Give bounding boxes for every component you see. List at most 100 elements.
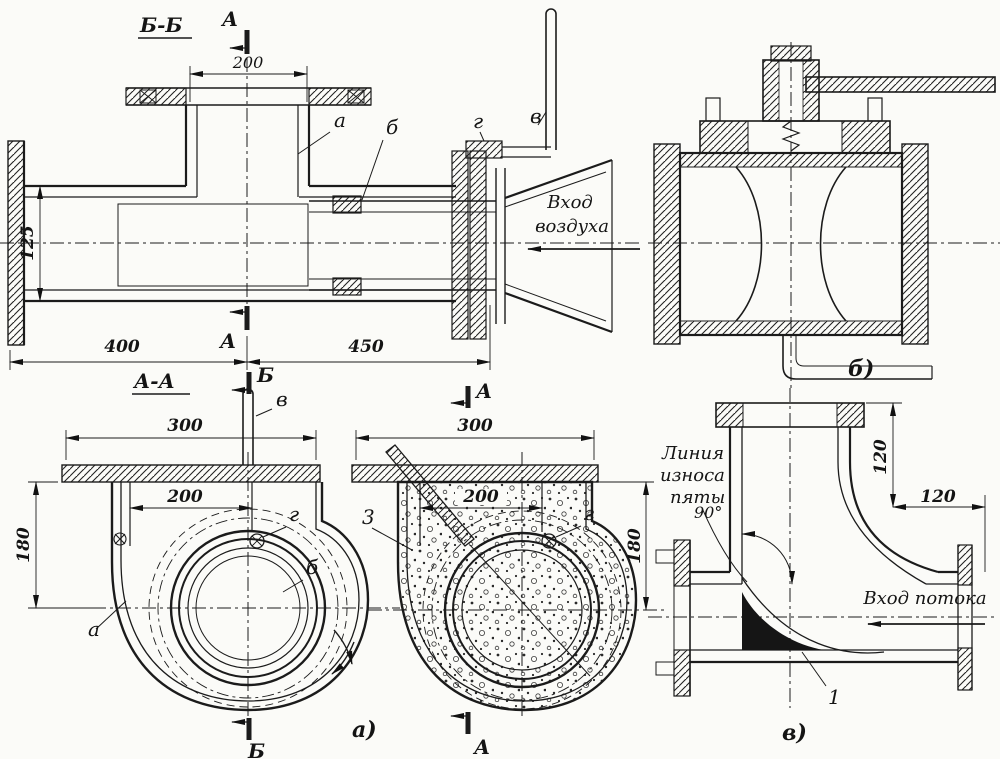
- run-flange-left: [655, 539, 691, 697]
- view-section-filled: А А 300 200 180 3 г: [351, 379, 668, 759]
- rotation-arrow-1: [333, 629, 353, 665]
- rotation-arrow-2: [331, 641, 355, 675]
- section-title-bb: Б-Б: [139, 13, 182, 37]
- leader-1: [801, 651, 827, 687]
- dim-180-right: 180: [625, 528, 645, 564]
- heel-wear-curve: [741, 577, 885, 654]
- part-label-a: а: [88, 617, 100, 641]
- angle-90-label: 90°: [694, 503, 722, 522]
- bolt-section: [655, 661, 675, 676]
- rod-axis: [469, 544, 591, 677]
- air-funnel: [495, 158, 613, 334]
- view-label-b: б): [848, 356, 874, 382]
- view-valve-b: б): [648, 42, 1000, 392]
- cut-label-b: Б: [256, 363, 274, 387]
- bonnet-bolt-left: [705, 97, 721, 122]
- rod-v-inclined: [385, 444, 475, 547]
- dim-200-left: 200: [166, 487, 203, 507]
- view-label-v: в): [782, 720, 807, 746]
- seat-right: [819, 166, 847, 322]
- flow-inlet-note: Вход потока: [862, 588, 986, 609]
- dim-300-mid: 300: [457, 416, 493, 436]
- casing-flange: [351, 464, 599, 483]
- bolt-g: [249, 533, 265, 549]
- centerline: [648, 42, 1000, 392]
- view-elbow-v: 1 Линия износа пяты Вход потока 90° 120 …: [648, 388, 998, 746]
- cut-label-a: А: [218, 329, 236, 353]
- dim-400: 400: [104, 337, 140, 357]
- part-label-g: г: [473, 109, 483, 133]
- branch-flange-right: [308, 87, 372, 106]
- cut-label-a: А: [472, 735, 490, 759]
- dim-180-left: 180: [14, 527, 34, 563]
- body-wall-top: [680, 153, 902, 167]
- part-label-v: в: [276, 387, 288, 411]
- handle-lever: [805, 76, 996, 93]
- cut-label-a: А: [474, 379, 492, 403]
- wall-mark: [113, 532, 127, 546]
- stem-spring: [781, 120, 801, 152]
- dim-200-top: 200: [232, 53, 264, 72]
- view-section-aa: Б Б 300 200 180 А-А в г б а а): [14, 363, 400, 759]
- cut-label-b: Б: [247, 739, 265, 759]
- run-pipe: [690, 570, 958, 664]
- part-label-g: г: [584, 501, 594, 525]
- view-label-a: а): [352, 717, 377, 743]
- cut-mark-b-top: Б: [231, 363, 274, 394]
- bonnet-bolt-right: [867, 97, 883, 122]
- wear-note-2: износа: [660, 465, 725, 486]
- part-label-1: 1: [828, 685, 841, 709]
- bolt-section: [139, 89, 157, 104]
- wear-heel: [742, 584, 824, 650]
- angle-arc: [741, 531, 795, 585]
- flange-pair-2: [469, 150, 487, 340]
- view-section-bb: А А 200 125 400 450 Б-Б а б г в: [0, 7, 640, 370]
- dim-300-left: 300: [167, 416, 203, 436]
- dimensions-bb: [9, 66, 491, 370]
- control-rod: [502, 8, 557, 158]
- cut-mark-a-bottom: А: [218, 306, 250, 353]
- centerline: [648, 388, 998, 708]
- body-wall-bottom: [680, 321, 902, 335]
- coupling-top: [332, 195, 362, 214]
- valve-flange-right: [901, 143, 929, 345]
- dim-120-vert: 120: [871, 439, 891, 475]
- cut-mark-a-top: А: [220, 7, 250, 54]
- centerline: [92, 452, 400, 722]
- coupling-bottom: [332, 277, 362, 296]
- part-label-b: б: [306, 555, 319, 579]
- casing-outline: [110, 482, 370, 712]
- part-label-b: б: [386, 115, 399, 139]
- part-label-v: в: [530, 104, 542, 128]
- casing-inner: [120, 482, 360, 702]
- liner-sleeve: [117, 203, 309, 287]
- bolt-section: [655, 549, 675, 564]
- part-label-g: г: [289, 502, 299, 526]
- air-inlet-line2: воздуха: [535, 216, 609, 237]
- casing-inner: [406, 482, 628, 702]
- bolt-g: [541, 533, 557, 549]
- dim-125: 125: [18, 225, 38, 261]
- gland-nut: [770, 45, 812, 62]
- centerline: [368, 452, 668, 718]
- run-flange-right: [957, 544, 973, 691]
- dimensions-filled: [355, 430, 654, 611]
- drain-pipe: [782, 335, 932, 380]
- bore-circles: [422, 510, 622, 710]
- bore-circles: [148, 508, 348, 708]
- inner-pipe-b: [309, 200, 496, 291]
- part-label-a: а: [334, 108, 346, 132]
- bolt-section: [347, 89, 365, 104]
- dim-200-mid: 200: [462, 487, 499, 507]
- cut-mark-a-bottom: А: [450, 712, 490, 759]
- wear-note-3: пяты: [670, 487, 725, 508]
- cut-mark-b-bottom: Б: [231, 718, 265, 759]
- dim-120-horiz: 120: [920, 487, 956, 507]
- rod-gland: [465, 140, 503, 159]
- part-label-3: 3: [362, 505, 375, 529]
- centerline: [0, 58, 640, 312]
- seat-left: [735, 166, 763, 322]
- valve-flange-left: [653, 143, 681, 345]
